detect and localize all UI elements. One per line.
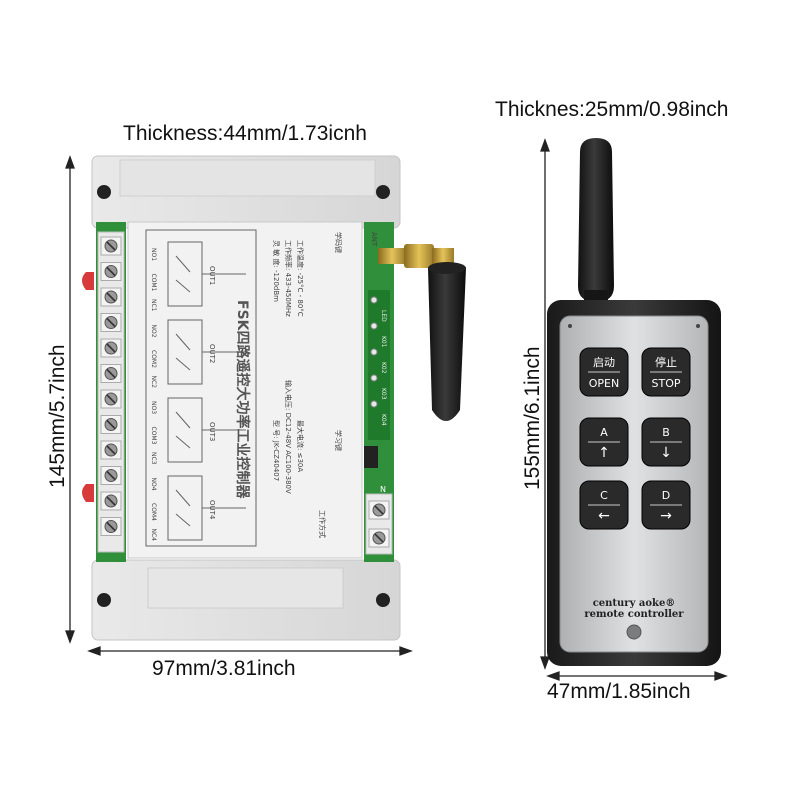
remote-button-top-label: 启动 (593, 356, 615, 369)
remote-width-arrow (546, 671, 728, 681)
remote-button-3[interactable]: A↑ (579, 417, 629, 467)
remote-button-top-label: C (600, 489, 608, 502)
indicator-led (370, 322, 378, 330)
mount-hole-tr (376, 185, 390, 199)
terminal-screw (100, 440, 122, 460)
module-label: 学习键 (334, 430, 343, 451)
terminal-screw (100, 491, 122, 511)
remote-button-top-label: B (662, 426, 670, 439)
module-width-label: 97mm/3.81inch (152, 657, 296, 680)
terminal-screw (368, 528, 390, 548)
remote-brand-line1: century aoke® (593, 598, 676, 609)
module-spec-text: 型 号: JK-CZ40407 (272, 420, 281, 481)
module-height-arrow (65, 155, 75, 644)
terminal-label: COM4 (150, 503, 157, 521)
module-spec-text: 最大电流: ≤30A (296, 420, 305, 472)
indicator-led (370, 348, 378, 356)
indicator-label: K03 (380, 388, 387, 400)
remote-brand-line2: remote controller (584, 609, 684, 620)
module-label: 工作方式 (318, 510, 327, 538)
module-thickness-label: Thickness:44mm/1.73icnh (123, 122, 367, 145)
terminal-label: NO2 (150, 325, 157, 338)
terminal-screw (100, 236, 122, 256)
terminal-screw (368, 500, 390, 520)
terminal-screw (100, 313, 122, 332)
mount-hole-br (376, 593, 390, 607)
module-spec-text: 工作频率: 433-450MHz (284, 240, 293, 317)
red-clip-top (82, 272, 94, 290)
module-spec-text: 工作温度: -25°C - 80°C (296, 240, 305, 317)
remote-button-bottom-label: ↑ (598, 445, 610, 461)
terminal-screw (100, 364, 122, 383)
remote-button-bottom-label: STOP (652, 377, 681, 390)
relay-diagram: OUT3 (167, 397, 246, 463)
module-label: ANT (370, 232, 378, 247)
remote-width-label: 47mm/1.85inch (547, 680, 691, 703)
output-label: OUT4 (208, 500, 216, 520)
mount-hole-bl (97, 593, 111, 607)
mount-hole-tl (97, 185, 111, 199)
terminal-label: NO4 (150, 478, 157, 491)
output-label: OUT2 (208, 344, 216, 363)
power-label: N (380, 485, 386, 494)
terminal-screw (100, 262, 122, 281)
terminal-label: NC2 (150, 376, 157, 389)
remote-button-6[interactable]: D→ (641, 480, 691, 530)
remote-height-arrow (540, 138, 550, 670)
terminal-screw (100, 389, 122, 409)
indicator-label: LED (380, 310, 387, 322)
remote-button-bottom-label: ↓ (660, 445, 672, 461)
terminal-label: NO3 (150, 401, 157, 414)
module-spec-text: 输入电压: DC12-48V AC100-380V (284, 380, 293, 494)
remote-antenna (578, 138, 614, 302)
module-label: 学码键 (334, 232, 343, 253)
output-label: OUT1 (208, 266, 216, 285)
remote-button-bottom-label: → (660, 508, 672, 524)
remote-button-bottom-label: OPEN (589, 377, 619, 390)
module-antenna (378, 244, 466, 421)
remote-button-4[interactable]: B↓ (641, 417, 691, 467)
indicator-label: K01 (380, 336, 387, 348)
module-width-arrow (87, 646, 413, 656)
terminal-label: COM2 (150, 350, 157, 368)
module-spec-text: 灵 敏 度: -120dBm (272, 240, 281, 302)
relay-diagram: OUT1 (167, 241, 246, 307)
indicator-led (370, 296, 378, 304)
remote-button-top-label: A (600, 426, 608, 439)
remote-button-top-label: 停止 (655, 355, 677, 369)
indicator-led (370, 400, 378, 408)
red-clip-bottom (82, 484, 94, 502)
remote-button-5[interactable]: C← (579, 480, 629, 530)
remote-thickness-label: Thicknes:25mm/0.98inch (495, 98, 729, 121)
terminal-label: NC4 (150, 529, 157, 542)
remote-button-bottom-label: ← (598, 508, 610, 524)
relay-diagram: OUT2 (167, 319, 246, 385)
module-spec-text: FSK四路遥控大功率工业控制器 (234, 300, 251, 499)
indicator-label: K04 (380, 414, 387, 426)
terminal-label: NC3 (150, 452, 157, 465)
terminal-screw (100, 287, 122, 307)
indicator-label: K02 (380, 362, 387, 374)
remote-ir-window (626, 624, 642, 640)
remote-button-2[interactable]: 停止 STOP (641, 347, 691, 397)
remote-button-top-label: D (662, 489, 670, 502)
indicator-led (370, 374, 378, 382)
terminal-screw (100, 415, 122, 434)
terminal-label: NO1 (150, 248, 157, 261)
terminal-screw (100, 338, 122, 358)
output-label: OUT3 (208, 422, 216, 441)
terminal-screw (100, 517, 122, 536)
relay-diagram: OUT4 (167, 475, 246, 541)
terminal-label: COM1 (150, 274, 157, 292)
terminal-label: COM3 (150, 427, 157, 445)
terminal-label: NC1 (150, 299, 157, 312)
terminal-screw (100, 466, 122, 485)
remote-button-1[interactable]: 启动 OPEN (579, 347, 629, 397)
